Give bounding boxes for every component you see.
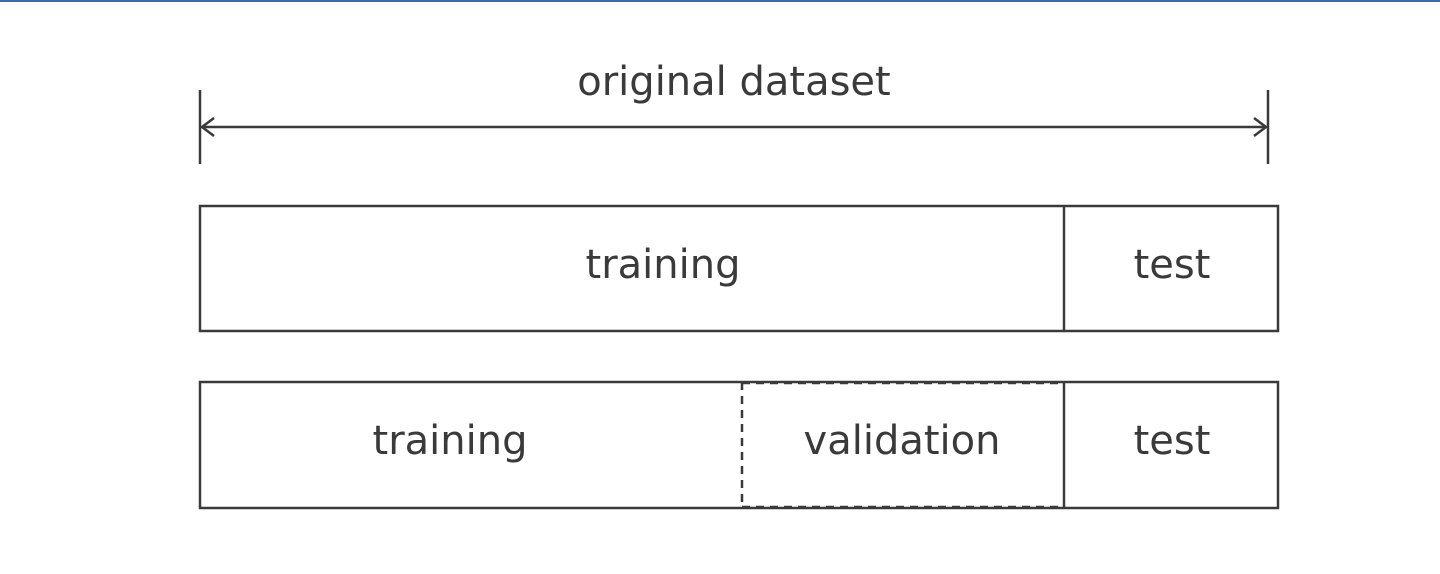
row1-test-label: test [1134,242,1211,288]
row2-training-label: training [373,418,528,464]
row1-box [198,204,1280,333]
dataset-span-arrow [198,90,1270,164]
original-dataset-label: original dataset [577,59,890,105]
row2-box [198,380,1280,510]
split-row-train-test: training test [198,204,1280,333]
span-right-arrowhead [1253,117,1269,137]
row2-test-label: test [1134,418,1211,464]
span-left-arrowhead [199,117,215,137]
split-row-train-val-test: training validation test [198,380,1280,510]
row1-training-label: training [586,242,741,288]
row2-validation-label: validation [804,418,1001,464]
